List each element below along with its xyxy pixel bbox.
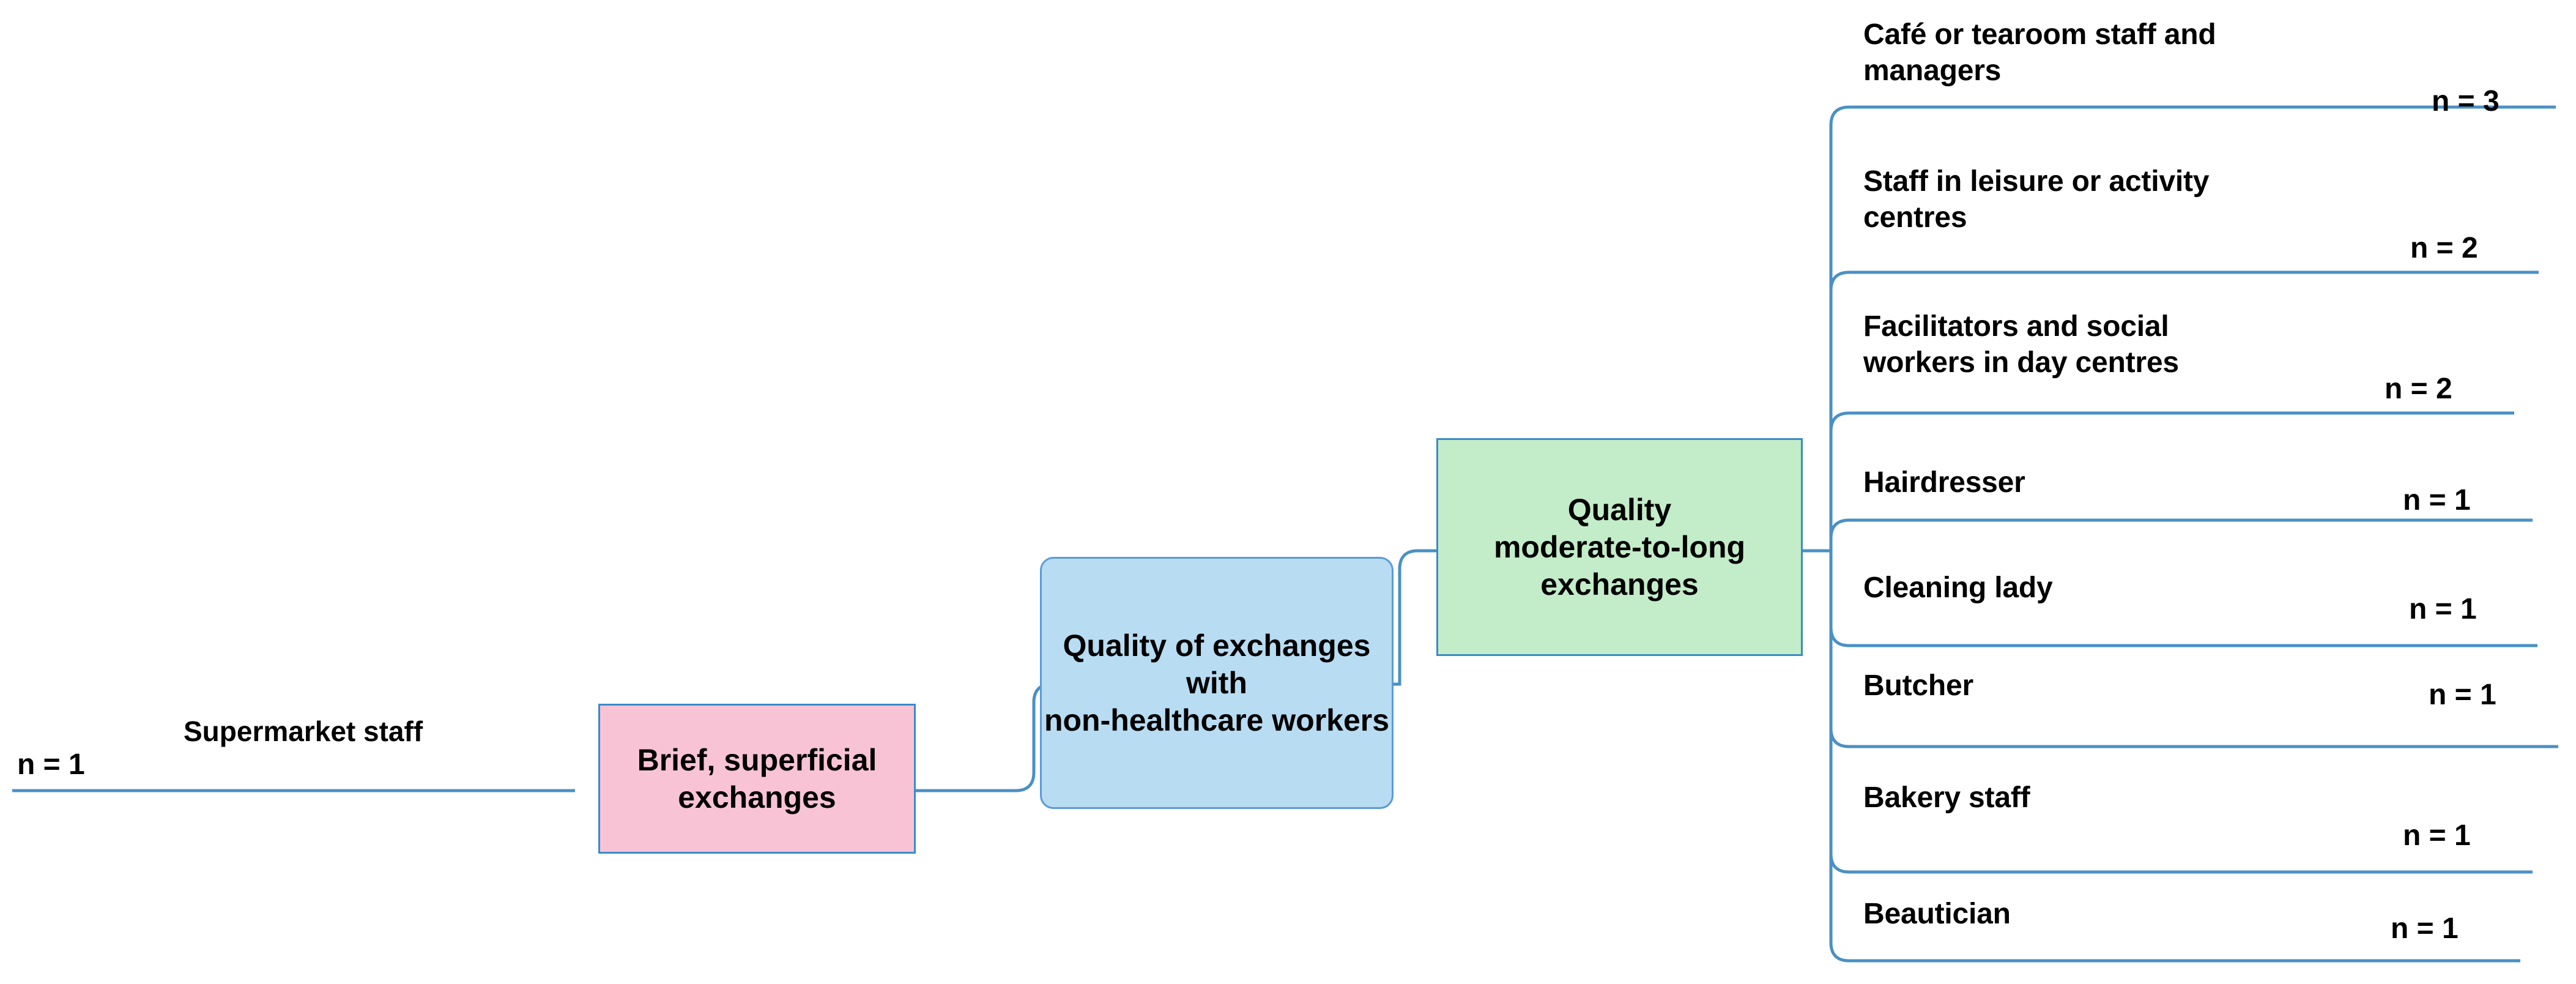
leaf-count-facilitators-and-social-workers-in-day-centres: n = 2 bbox=[2385, 373, 2452, 405]
leaf-label-hairdresser: Hairdresser bbox=[1863, 466, 2025, 499]
leaf-count-beautician: n = 1 bbox=[2391, 912, 2459, 945]
leaf-label-cafe-or-tearoom-staff-and-managers: Café or tearoom staff and managers bbox=[1863, 18, 2216, 87]
leaf-label-staff-in-leisure-or-activity-centres: Staff in leisure or activity centres bbox=[1863, 165, 2210, 234]
leaf-count-supermarket-staff: n = 1 bbox=[17, 748, 85, 781]
leaf-label-facilitators-and-social-workers-in-day-centres: Facilitators and social workers in day c… bbox=[1863, 310, 2179, 379]
node-root-label: Quality of exchanges with non-healthcare… bbox=[1044, 628, 1390, 737]
leaf-count-cafe-or-tearoom-staff-and-managers: n = 3 bbox=[2432, 85, 2500, 117]
leaf-count-bakery-staff: n = 1 bbox=[2403, 819, 2471, 852]
leaf-count-hairdresser: n = 1 bbox=[2403, 484, 2471, 516]
node-quality-moderate-to-long[interactable]: Quality moderate-to-long exchanges bbox=[1436, 438, 1803, 656]
node-brief-label: Brief, superficial exchanges bbox=[637, 742, 877, 814]
leaf-count-butcher: n = 1 bbox=[2429, 679, 2496, 711]
leaf-label-bakery-staff: Bakery staff bbox=[1863, 781, 2030, 814]
node-brief-superficial-exchanges[interactable]: Brief, superficial exchanges bbox=[598, 704, 916, 854]
leaf-label-beautician: Beautician bbox=[1863, 898, 2011, 930]
leaf-label-butcher: Butcher bbox=[1863, 669, 1973, 702]
leaf-count-staff-in-leisure-or-activity-centres: n = 2 bbox=[2410, 232, 2478, 264]
node-moderate-label: Quality moderate-to-long exchanges bbox=[1493, 492, 1746, 602]
leaf-label-cleaning-lady: Cleaning lady bbox=[1863, 572, 2053, 604]
leaf-label-supermarket-staff: Supermarket staff bbox=[184, 715, 423, 747]
leaf-count-cleaning-lady: n = 1 bbox=[2409, 593, 2477, 625]
node-quality-of-exchanges[interactable]: Quality of exchanges with non-healthcare… bbox=[1040, 557, 1394, 809]
